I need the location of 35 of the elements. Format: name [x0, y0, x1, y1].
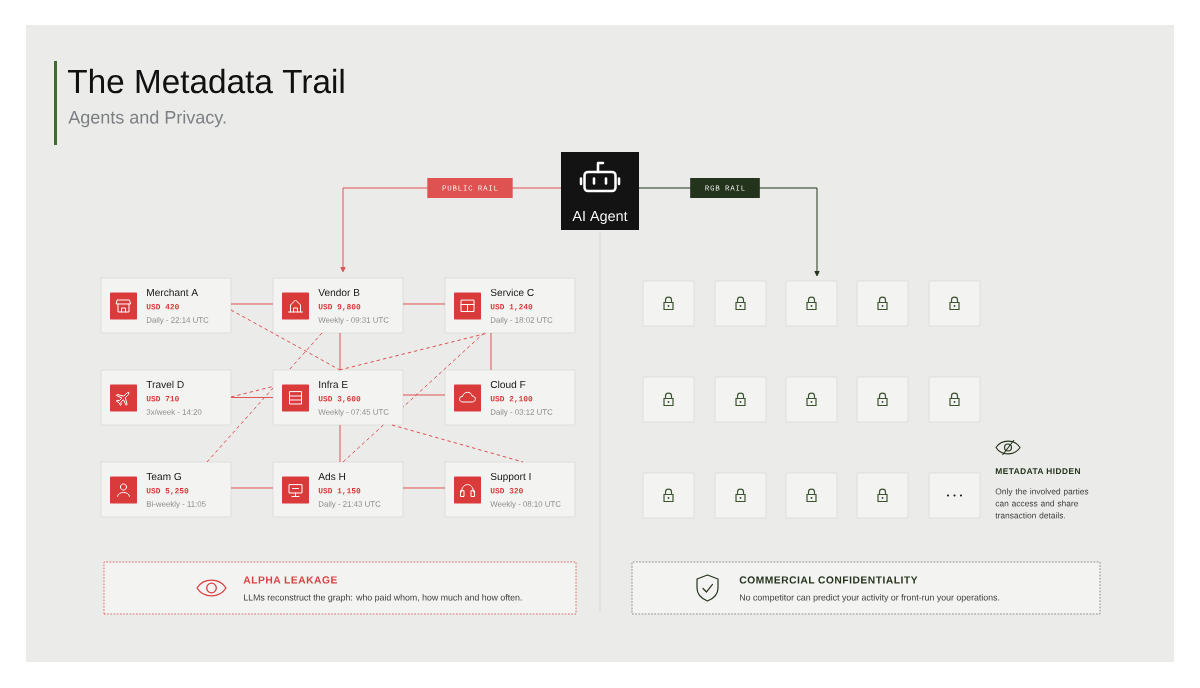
connector-line — [339, 332, 341, 371]
dashed-line — [230, 309, 341, 371]
callout-text: LLMs reconstruct the graph: who paid whom, how much and how often. — [244, 594, 522, 603]
dashed-line — [230, 386, 274, 398]
connector-line — [402, 487, 446, 489]
agent-label: AI Agent — [572, 211, 628, 224]
card-title: Support I — [490, 472, 531, 483]
note-text: Only the involved parties can access and share transaction details. — [995, 488, 1089, 519]
card-title: Merchant A — [147, 288, 199, 297]
card-title: Infra E — [319, 380, 348, 389]
connector-line — [490, 332, 492, 371]
connector-line — [230, 487, 274, 489]
connector-line — [402, 303, 446, 305]
connector-line — [230, 397, 274, 398]
dashed-line — [206, 387, 274, 463]
dashed-line — [402, 332, 485, 408]
title: The Metadata Trail — [68, 68, 344, 94]
card-title: Travel D — [146, 380, 184, 389]
card-title: Cloud F — [490, 380, 526, 389]
connector-line — [402, 394, 446, 396]
section-heading: METADATA HIDDEN — [995, 468, 1080, 474]
card-title: Team G — [146, 472, 181, 481]
callout-heading: ALPHA LEAKAGE — [243, 576, 337, 584]
callout-text: No competitor can predict your activity or front-run your operations. — [740, 594, 1000, 603]
subtitle: Agents and Privacy. — [68, 110, 226, 128]
dashed-line — [288, 332, 323, 371]
dashed-line — [338, 332, 489, 371]
dashed-line — [391, 424, 524, 463]
card-title: Service C — [490, 288, 534, 297]
dashed-line — [342, 424, 384, 463]
card-title: Ads H — [318, 472, 346, 481]
connector-line — [230, 303, 274, 305]
card-title: Vendor B — [318, 288, 360, 297]
connector-line — [339, 424, 341, 463]
callout-heading: COMMERCIAL CONFIDENTIALITY — [739, 576, 918, 584]
